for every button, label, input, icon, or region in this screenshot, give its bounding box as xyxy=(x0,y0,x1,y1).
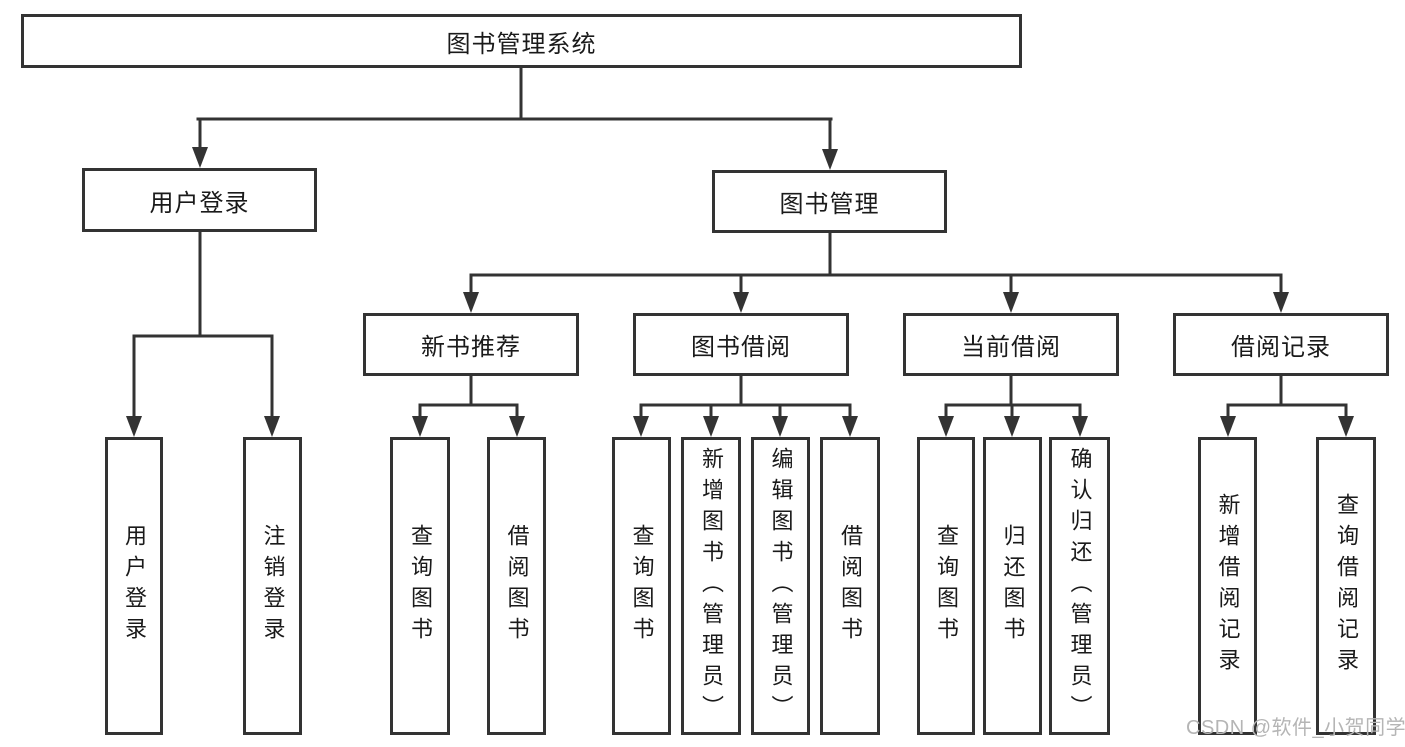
node-label: 查询图书 xyxy=(408,524,433,648)
leaf-borrow-books-recommend: 借阅图书 xyxy=(487,437,546,735)
arrowhead-icon xyxy=(772,416,788,437)
arrowhead-icon xyxy=(463,292,479,313)
arrowhead-icon xyxy=(126,416,142,437)
node-label: 图书管理 xyxy=(779,191,880,218)
arrowhead-icon xyxy=(412,416,428,437)
node-label: 新书推荐 xyxy=(421,334,521,361)
leaf-user-login: 用户登录 xyxy=(105,437,163,735)
arrowhead-icon xyxy=(633,416,649,437)
node-label: 确认归还（管理员） xyxy=(1067,446,1093,726)
connector-user-login xyxy=(132,230,274,420)
leaf-edit-books-admin: 编辑图书（管理员） xyxy=(751,437,810,735)
node-label: 编辑图书（管理员） xyxy=(768,446,794,726)
arrowhead-icon xyxy=(938,416,954,437)
connector-new-book xyxy=(418,374,519,420)
arrowhead-icon xyxy=(192,147,208,168)
leaf-query-books-borrow: 查询图书 xyxy=(612,437,671,735)
arrowhead-icon xyxy=(822,149,838,170)
leaf-query-borrow-record: 查询借阅记录 xyxy=(1316,437,1376,735)
leaf-query-books-current: 查询图书 xyxy=(917,437,975,735)
node-new-book-recommend: 新书推荐 xyxy=(363,313,579,376)
node-label: 借阅图书 xyxy=(504,524,530,648)
arrowhead-icon xyxy=(509,416,525,437)
arrowhead-icon xyxy=(1003,292,1019,313)
node-label: 用户登录 xyxy=(149,189,250,217)
node-label: 借阅图书 xyxy=(838,524,863,648)
node-root-system: 图书管理系统 xyxy=(21,14,1022,68)
connector-book-borrow xyxy=(639,374,852,420)
arrowhead-icon xyxy=(842,416,858,437)
node-label: 新增借阅记录 xyxy=(1215,493,1241,679)
node-label: 图书管理系统 xyxy=(446,30,597,58)
arrowhead-icon xyxy=(703,416,719,437)
arrowhead-icon xyxy=(264,416,280,437)
node-book-management: 图书管理 xyxy=(712,170,947,233)
connector-current-borrow xyxy=(944,374,1082,420)
node-book-borrow: 图书借阅 xyxy=(633,313,849,376)
node-label: 归还图书 xyxy=(1000,524,1026,648)
leaf-borrow-books: 借阅图书 xyxy=(820,437,880,735)
node-label: 用户登录 xyxy=(122,524,147,648)
arrowhead-icon xyxy=(733,292,749,313)
node-label: 当前借阅 xyxy=(961,334,1061,361)
node-label: 查询图书 xyxy=(934,524,959,648)
leaf-add-borrow-record: 新增借阅记录 xyxy=(1198,437,1257,735)
node-label: 查询借阅记录 xyxy=(1334,493,1359,679)
arrowhead-icon xyxy=(1220,416,1236,437)
node-current-borrow: 当前借阅 xyxy=(903,313,1119,376)
node-user-login: 用户登录 xyxy=(82,168,317,232)
leaf-logout: 注销登录 xyxy=(243,437,302,735)
node-label: 注销登录 xyxy=(260,524,286,648)
leaf-confirm-return-admin: 确认归还（管理员） xyxy=(1049,437,1110,735)
connector-root xyxy=(196,66,833,152)
node-label: 查询图书 xyxy=(629,524,655,648)
arrowhead-icon xyxy=(1004,416,1020,437)
leaf-return-books: 归还图书 xyxy=(983,437,1042,735)
csdn-watermark: CSDN @软件_小贺同学 xyxy=(1186,717,1405,739)
connector-borrow-records xyxy=(1226,373,1348,420)
arrowhead-icon xyxy=(1072,416,1088,437)
node-label: 借阅记录 xyxy=(1231,334,1331,361)
node-label: 图书借阅 xyxy=(691,334,791,361)
node-borrow-records: 借阅记录 xyxy=(1173,313,1389,376)
leaf-add-books-admin: 新增图书（管理员） xyxy=(681,437,741,735)
connector-book-mgmt xyxy=(469,231,1283,295)
node-label: 新增图书（管理员） xyxy=(699,446,724,726)
arrowhead-icon xyxy=(1273,292,1289,313)
leaf-query-books-recommend: 查询图书 xyxy=(390,437,450,735)
arrowhead-icon xyxy=(1338,416,1354,437)
